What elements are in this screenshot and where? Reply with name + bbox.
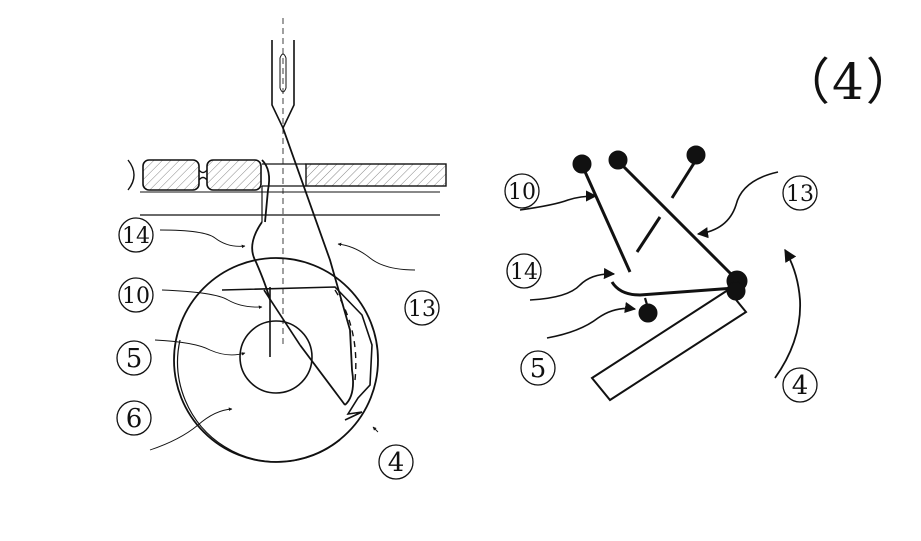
leader-5 (154, 339, 246, 356)
label-10-left: 10 (118, 277, 154, 313)
leader-4 (372, 426, 379, 433)
knot-6 (638, 303, 658, 323)
knot-3 (686, 145, 706, 165)
needle-thread (261, 159, 271, 223)
thread-loop-14 (251, 221, 271, 301)
right-labels: 10 14 5 13 4 (504, 173, 818, 403)
svg-text:5: 5 (530, 354, 547, 384)
throat-plate-right (305, 163, 447, 187)
svg-text:4: 4 (388, 448, 405, 478)
svg-text:10: 10 (508, 180, 536, 205)
leader-14 (159, 229, 246, 249)
looper-blade (221, 286, 373, 421)
label-14-right: 14 (506, 253, 542, 289)
needle (271, 40, 295, 130)
leader-10 (161, 289, 263, 309)
label-13-right: 13 (782, 175, 818, 211)
looper-body (590, 288, 748, 402)
leader-10-right (519, 190, 598, 211)
label-10-right: 10 (504, 173, 540, 209)
label-13-left: 13 (404, 290, 440, 326)
svg-text:5: 5 (126, 344, 143, 374)
knot-1 (572, 154, 592, 174)
thread-13 (615, 158, 739, 282)
label-5-left: 5 (116, 340, 152, 376)
left-view (127, 18, 447, 463)
thread-10 (580, 164, 632, 273)
svg-text:14: 14 (122, 224, 150, 249)
label-4-right: 4 (782, 367, 818, 403)
label-5-right: 5 (520, 350, 556, 386)
needle-eye (279, 53, 287, 93)
thread-14 (610, 281, 736, 297)
leader-4-right (774, 248, 802, 379)
knot-5 (726, 281, 746, 301)
leader-5-right (546, 301, 637, 339)
thread-dashed-2 (670, 159, 698, 199)
leader-13 (337, 242, 416, 271)
step-label: （4） (780, 53, 918, 111)
svg-text:14: 14 (510, 260, 538, 285)
left-labels: 14 10 5 6 13 4 (116, 217, 440, 480)
fabric-link-1 (142, 159, 200, 191)
svg-text:4: 4 (792, 371, 809, 401)
thread-dashed-1 (635, 216, 662, 253)
leader-6 (149, 407, 233, 451)
hub-5 (239, 320, 313, 394)
leader-13-right (696, 171, 779, 239)
svg-text:6: 6 (126, 404, 143, 434)
knot-2 (608, 150, 628, 170)
label-6-left: 6 (116, 400, 152, 436)
right-view (519, 145, 802, 402)
looper-thread-13 (282, 127, 354, 406)
svg-text:13: 13 (408, 297, 436, 322)
leader-14-right (529, 267, 616, 301)
fabric-link-2 (206, 159, 262, 191)
svg-text:10: 10 (122, 284, 150, 309)
label-14-left: 14 (118, 217, 154, 253)
svg-text:13: 13 (786, 182, 814, 207)
label-4-left: 4 (378, 444, 414, 480)
